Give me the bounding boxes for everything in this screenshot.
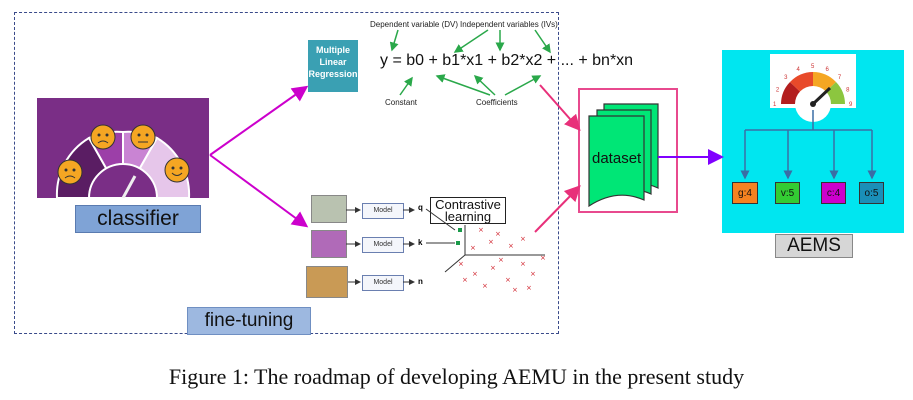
dependent-variable-label: Dependent variable (DV)	[370, 20, 459, 29]
gauge-number: 2	[776, 88, 780, 94]
contrastive-learning-label: Contrastive learning	[430, 197, 506, 224]
svg-text:×: ×	[530, 270, 536, 278]
svg-text:×: ×	[498, 256, 504, 264]
model-box-query: Model	[362, 203, 404, 219]
dataset-document-icon	[588, 103, 659, 208]
svg-text:×: ×	[470, 244, 476, 252]
gauge-number: 9	[849, 102, 853, 108]
figure-caption: Figure 1: The roadmap of developing AEMU…	[168, 364, 745, 389]
aems-label: AEMS	[775, 234, 853, 258]
arrow-contrastive-to-dataset	[534, 185, 581, 233]
svg-text:×: ×	[478, 226, 484, 234]
svg-text:×: ×	[505, 276, 511, 284]
embedding-space-plot: ××× ××× ××× ××× ××× ×××	[444, 225, 546, 294]
emotion-meter-illustration	[55, 124, 191, 198]
svg-text:×: ×	[495, 230, 501, 238]
dataset-frame	[578, 88, 678, 213]
sad-face-icon	[90, 124, 116, 150]
speedometer-gauge-icon: 1 2 3 4 5 6 7 8 9	[770, 54, 856, 122]
coefficients-label: Coefficients	[476, 98, 518, 107]
gauge-number: 8	[846, 88, 850, 94]
aems-output-g: g:4	[732, 182, 758, 204]
gauge-number: 7	[838, 75, 842, 81]
gauge-number: 6	[826, 67, 830, 73]
constant-label: Constant	[385, 98, 418, 107]
svg-text:×: ×	[508, 242, 514, 250]
gauge-number: 5	[811, 64, 815, 70]
dog-image-thumbnail	[306, 266, 348, 298]
svg-text:×: ×	[526, 284, 532, 292]
svg-text:×: ×	[472, 270, 478, 278]
svg-text:×: ×	[520, 235, 526, 243]
svg-text:×: ×	[520, 260, 526, 268]
svg-text:×: ×	[512, 286, 518, 294]
augmented-cat-image-thumbnail	[311, 230, 347, 258]
regression-equation: y = b0 + b1*x1 + b2*x2 + ... + bn*xn	[380, 52, 634, 69]
classifier-panel	[37, 98, 209, 198]
svg-text:×: ×	[462, 276, 468, 284]
fine-tuning-label: fine-tuning	[187, 307, 311, 335]
model-box-negative: Model	[362, 275, 404, 291]
multiple-linear-regression-box: Multiple Linear Regression	[308, 40, 358, 92]
angry-face-icon	[57, 159, 83, 185]
cat-image-thumbnail	[311, 195, 347, 223]
svg-text:×: ×	[458, 260, 464, 268]
svg-text:×: ×	[490, 264, 496, 272]
key-output-label: k	[418, 238, 423, 247]
dataset-label: dataset	[592, 150, 642, 167]
gauge-number: 3	[784, 75, 788, 81]
neutral-face-icon	[130, 124, 156, 150]
model-box-key: Model	[362, 237, 404, 253]
classifier-label: classifier	[75, 205, 201, 233]
aems-output-o: o:5	[859, 182, 884, 204]
arrow-to-contrastive	[209, 154, 309, 228]
query-output-label: q	[418, 203, 423, 212]
aems-output-c: c:4	[821, 182, 846, 204]
arrow-regression-to-dataset	[539, 84, 581, 131]
svg-text:×: ×	[488, 238, 494, 246]
svg-text:×: ×	[482, 282, 488, 290]
aems-output-v: v:5	[775, 182, 800, 204]
independent-variables-label: Independent variables (IVs)	[460, 20, 558, 29]
svg-text:×: ×	[540, 254, 546, 262]
gauge-number: 1	[773, 102, 777, 108]
happy-face-icon	[164, 157, 190, 183]
gauge-number: 4	[797, 67, 801, 73]
negative-output-label: n	[418, 277, 423, 286]
arrow-to-regression	[209, 85, 309, 156]
